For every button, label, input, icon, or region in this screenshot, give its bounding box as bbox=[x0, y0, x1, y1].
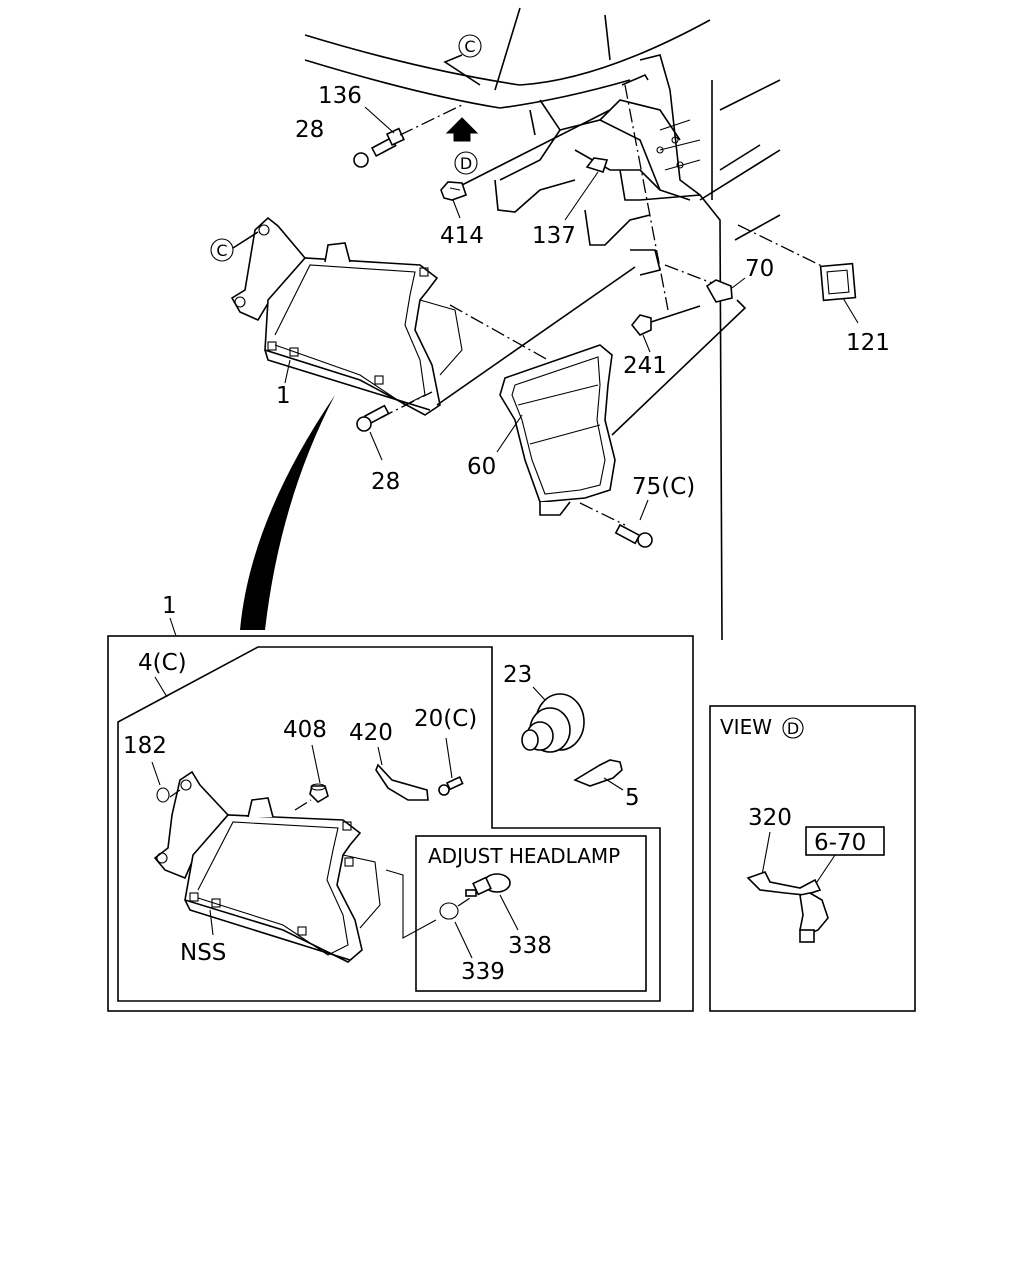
screw-20c bbox=[438, 776, 464, 796]
gasket-121 bbox=[819, 262, 857, 302]
adjust-headlamp-title: ADJUST HEADLAMP bbox=[428, 844, 620, 868]
view-d-box bbox=[709, 705, 916, 1012]
callout-1-upper: 1 bbox=[276, 383, 291, 409]
bulb-5 bbox=[573, 759, 623, 787]
bracket-420 bbox=[375, 763, 429, 801]
callout-136: 136 bbox=[318, 83, 362, 109]
cab-body-outline bbox=[304, 7, 781, 641]
clip-view-d bbox=[746, 871, 829, 943]
callout-1-lower: 1 bbox=[162, 593, 177, 619]
callout-60: 60 bbox=[467, 454, 496, 480]
o-ring-339 bbox=[439, 902, 459, 920]
clip-70 bbox=[705, 279, 733, 303]
callout-182: 182 bbox=[123, 733, 167, 759]
callout-339: 339 bbox=[461, 959, 505, 985]
callout-20c: 20(C) bbox=[414, 706, 477, 732]
o-ring-182 bbox=[156, 787, 170, 803]
headlamp-nss bbox=[153, 770, 381, 963]
ref-box-6-70 bbox=[805, 826, 885, 856]
callout-408: 408 bbox=[283, 717, 327, 743]
callout-121: 121 bbox=[846, 330, 890, 356]
callout-28-top: 28 bbox=[295, 117, 324, 143]
marker-d-top: D bbox=[460, 154, 472, 173]
adjust-headlamp-box bbox=[415, 835, 647, 992]
bolt-28-lower bbox=[356, 404, 390, 432]
bolt-75c bbox=[614, 523, 653, 548]
callout-6-70: 6-70 bbox=[814, 830, 866, 856]
bezel-60 bbox=[499, 344, 616, 516]
bushing-408 bbox=[309, 783, 329, 804]
callout-338: 338 bbox=[508, 933, 552, 959]
clip-414 bbox=[440, 181, 468, 201]
callout-70: 70 bbox=[745, 256, 774, 282]
callout-75c: 75(C) bbox=[632, 474, 695, 500]
callout-nss: NSS bbox=[180, 940, 226, 966]
callout-137: 137 bbox=[532, 223, 576, 249]
marker-c-top: C bbox=[464, 37, 475, 56]
marker-c-bracket: C bbox=[216, 241, 227, 260]
view-direction-arrow bbox=[445, 117, 479, 142]
adjuster-338 bbox=[465, 873, 511, 897]
socket-23 bbox=[521, 693, 585, 753]
clip-241 bbox=[630, 314, 652, 336]
detail-box-1 bbox=[107, 635, 694, 1012]
view-d-label: VIEW bbox=[720, 715, 772, 739]
callout-241: 241 bbox=[623, 353, 667, 379]
callout-23: 23 bbox=[503, 662, 532, 688]
callout-414: 414 bbox=[440, 223, 484, 249]
clip-137 bbox=[585, 157, 609, 173]
callout-420: 420 bbox=[349, 720, 393, 746]
callout-4c: 4(C) bbox=[138, 650, 187, 676]
detail-pointer bbox=[240, 395, 335, 630]
bolt-28-top bbox=[353, 136, 397, 168]
callout-5: 5 bbox=[625, 785, 640, 811]
subassembly-outline-4c bbox=[117, 646, 661, 1002]
callout-28-lower: 28 bbox=[371, 469, 400, 495]
marker-d-view: D bbox=[787, 719, 799, 738]
headlamp-assembly-upper bbox=[230, 216, 463, 416]
marker-c-bracket-circle bbox=[210, 238, 234, 262]
callout-320: 320 bbox=[748, 805, 792, 831]
